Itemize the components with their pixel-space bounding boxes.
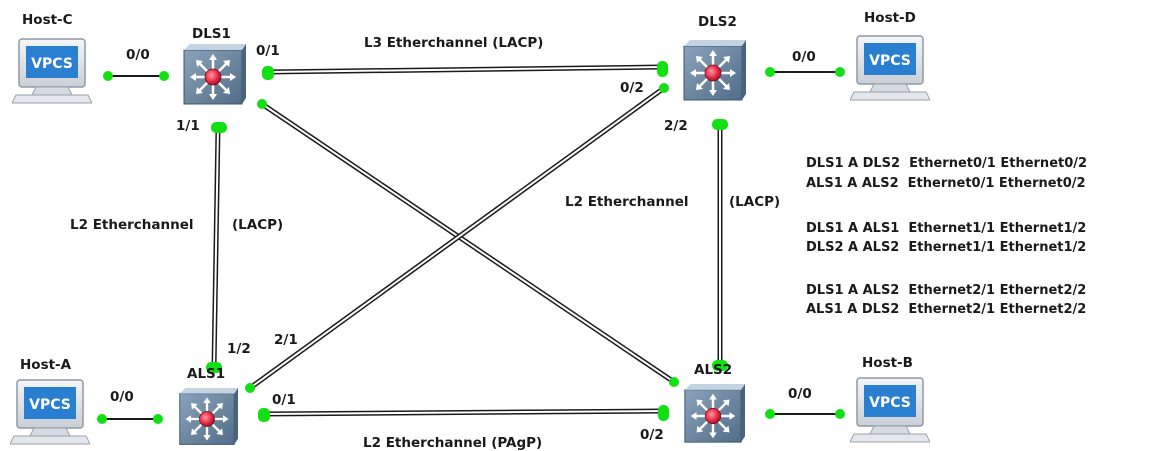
link-als1-dls2[interactable]	[248, 85, 666, 391]
als2-switch-icon[interactable]	[683, 384, 746, 444]
host-c-pc[interactable]: VPCS	[12, 38, 92, 104]
note-line: DLS1 A DLS2 Ethernet0/1 Ethernet0/2	[806, 156, 1087, 171]
link-label-right-proto: (LACP)	[729, 194, 780, 210]
vpcs-label: VPCS	[29, 397, 71, 413]
als2-label: ALS2	[694, 362, 732, 378]
host-d-label: Host-D	[864, 10, 916, 26]
note-line: DLS2 A ALS2 Ethernet1/1 Ethernet1/2	[806, 240, 1086, 255]
als1-switch-icon[interactable]	[178, 388, 240, 446]
link-label-left-proto: (LACP)	[232, 217, 283, 233]
link-als1-als2[interactable]	[263, 408, 665, 417]
vpcs-label: VPCS	[869, 395, 911, 411]
note-line: DLS1 A ALS2 Ethernet2/1 Ethernet2/2	[806, 283, 1086, 298]
host-c-label: Host-C	[22, 12, 73, 28]
link-label-right: L2 Etherchannel	[565, 194, 689, 210]
link-label-bottom: L2 Etherchannel (PAgP)	[363, 435, 542, 451]
vpcs-label: VPCS	[869, 53, 911, 69]
note-line: ALS1 A ALS2 Ethernet0/1 Ethernet0/2	[806, 176, 1086, 191]
host-b-label: Host-B	[862, 355, 913, 371]
port-label: 2/1	[274, 332, 298, 348]
host-a-label: Host-A	[20, 357, 72, 373]
dls1-label: DLS1	[192, 26, 231, 42]
port-label: 0/2	[620, 80, 644, 96]
port-label: 0/0	[110, 389, 134, 405]
port-label: 1/2	[227, 341, 251, 357]
port-label: 2/2	[664, 118, 688, 134]
link-label-left: L2 Etherchannel	[70, 217, 194, 233]
port-status-dots	[97, 61, 845, 424]
port-label: 0/0	[126, 47, 150, 63]
dls2-label: DLS2	[698, 14, 737, 30]
link-dls1-als1[interactable]	[211, 127, 221, 369]
dls1-switch-icon[interactable]	[182, 44, 246, 106]
vpcs-label: VPCS	[31, 56, 73, 72]
port-label: 0/1	[256, 43, 280, 59]
link-dls1-dls2[interactable]	[267, 64, 663, 75]
port-label: 0/0	[792, 49, 816, 65]
host-a-pc[interactable]: VPCS	[10, 379, 90, 445]
link-dls1-als2[interactable]	[260, 101, 676, 385]
als1-label: ALS1	[187, 366, 225, 382]
host-b-pc[interactable]: VPCS	[850, 377, 930, 443]
port-label: 0/1	[272, 392, 296, 408]
host-d-pc[interactable]: VPCS	[850, 35, 930, 101]
note-line: DLS1 A ALS1 Ethernet1/1 Ethernet1/2	[806, 221, 1086, 236]
note-line: ALS1 A DLS2 Ethernet2/1 Ethernet2/2	[806, 302, 1086, 317]
port-label: 1/1	[176, 118, 200, 134]
dls2-switch-icon[interactable]	[682, 40, 746, 102]
link-label-top: L3 Etherchannel (LACP)	[364, 35, 543, 51]
connection-notes: DLS1 A DLS2 Ethernet0/1 Ethernet0/2 ALS1…	[806, 156, 1087, 317]
port-label: 0/0	[788, 386, 812, 402]
port-label: 0/2	[640, 427, 664, 443]
